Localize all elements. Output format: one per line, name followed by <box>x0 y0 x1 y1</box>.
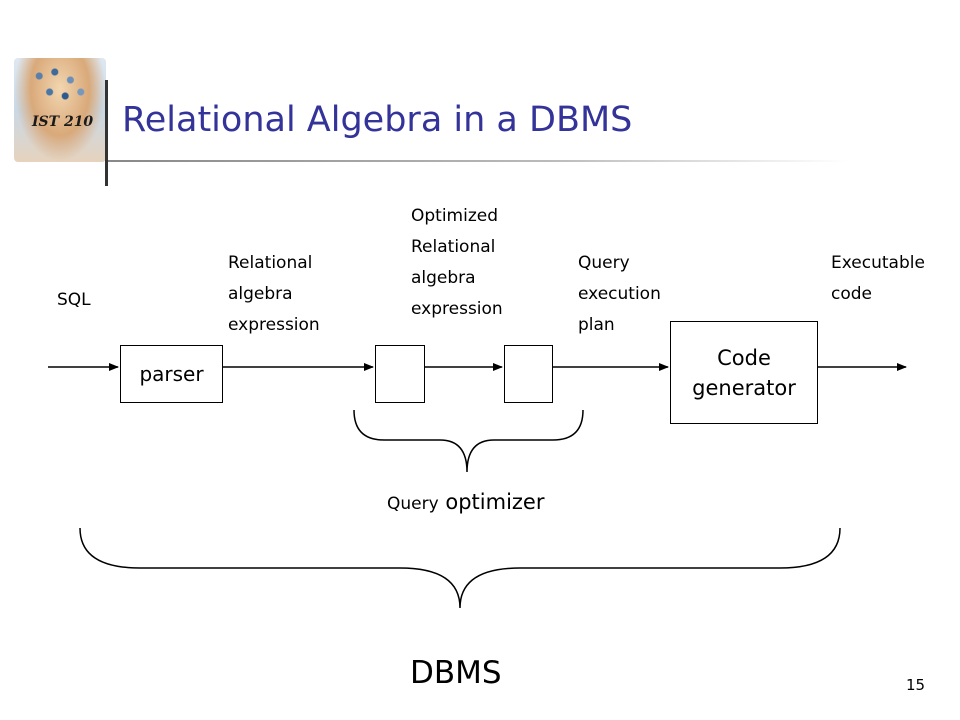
relational-expression-line2: algebra <box>228 284 293 304</box>
logo-graphic <box>34 68 86 108</box>
relational-expression-label: Relational algebra expression <box>228 248 320 341</box>
optimized-expression-line4: expression <box>411 299 503 319</box>
optimized-expression-label: Optimized Relational algebra expression <box>411 201 503 325</box>
query-plan-line3: plan <box>578 315 615 335</box>
query-optimizer-label-query: Query <box>387 494 439 514</box>
code-generator-box: Code generator <box>670 321 818 424</box>
slide-title: Relational Algebra in a DBMS <box>122 100 633 140</box>
optimizer-stage-box-2 <box>504 345 553 403</box>
query-plan-line1: Query <box>578 253 630 273</box>
header-horizontal-divider <box>108 160 848 162</box>
optimizer-stage-box-1 <box>375 345 425 403</box>
parser-box: parser <box>120 345 223 403</box>
executable-code-line1: Executable <box>831 253 925 273</box>
optimized-expression-line2: Relational <box>411 237 496 257</box>
code-generator-label-line2: generator <box>692 375 796 400</box>
optimized-expression-line3: algebra <box>411 268 476 288</box>
header-vertical-divider <box>105 80 108 186</box>
page-number: 15 <box>906 676 926 694</box>
optimized-expression-line1: Optimized <box>411 206 499 226</box>
ist210-logo: IST 210 <box>14 58 106 162</box>
relational-expression-line1: Relational <box>228 253 313 273</box>
executable-code-label: Executable code <box>831 248 925 310</box>
dbms-label: DBMS <box>410 655 502 691</box>
parser-label: parser <box>139 362 204 386</box>
query-plan-label: Query execution plan <box>578 248 661 341</box>
executable-code-line2: code <box>831 284 872 304</box>
dbms-brace <box>79 527 841 609</box>
query-plan-line2: execution <box>578 284 661 304</box>
query-optimizer-label: Query optimizer <box>387 490 544 514</box>
code-generator-label-line1: Code <box>717 345 771 370</box>
relational-expression-line3: expression <box>228 315 320 335</box>
query-optimizer-label-optimizer: optimizer <box>445 490 545 514</box>
logo-label: IST 210 <box>32 114 94 130</box>
sql-label: SQL <box>57 290 91 310</box>
query-optimizer-brace <box>353 409 584 473</box>
